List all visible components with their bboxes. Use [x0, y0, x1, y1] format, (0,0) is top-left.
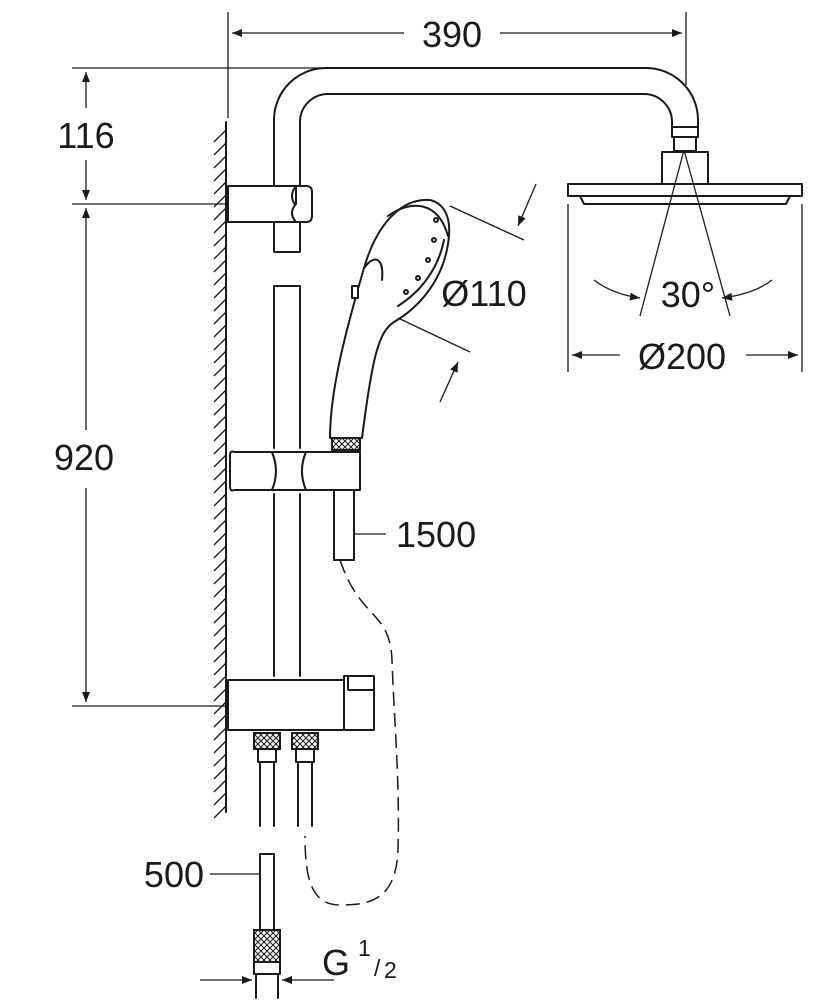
- wall-hatch-mark: [213, 454, 227, 468]
- connection-hose-length-label: 500: [144, 854, 204, 895]
- wall-hatch-mark: [213, 467, 227, 481]
- wall-hatch-mark: [213, 415, 227, 429]
- handshower-diameter-label: Ø110: [441, 273, 526, 314]
- top-wall-bracket: [227, 185, 313, 223]
- wall-hatch-mark: [213, 129, 227, 143]
- wall-hatch-mark: [213, 298, 227, 312]
- headshower-diameter-label: Ø200: [638, 336, 726, 377]
- svg-text:1: 1: [358, 935, 371, 961]
- svg-text:2: 2: [384, 957, 397, 983]
- wall-hatch-mark: [213, 792, 227, 806]
- wall-hatch-mark: [213, 727, 227, 741]
- wall-hatch-mark: [213, 233, 227, 247]
- wall-hatch-mark: [213, 376, 227, 390]
- wall-hatch-mark: [213, 402, 227, 416]
- wall-hatch-mark: [213, 285, 227, 299]
- wall-hatch-mark: [213, 662, 227, 676]
- dimension-390-label: 390: [422, 14, 482, 55]
- spray-angle-label: 30°: [661, 274, 715, 315]
- riser-pipe: [273, 67, 699, 677]
- wall-hatch-mark: [213, 311, 227, 325]
- wall: [213, 121, 227, 819]
- wall-hatch-mark: [213, 779, 227, 793]
- wall-hatch-mark: [213, 649, 227, 663]
- dimension-920-label: 920: [54, 437, 114, 478]
- wall-hatch-mark: [213, 558, 227, 572]
- hand-shower: Ø110: [329, 183, 537, 451]
- wall-hatch-mark: [213, 428, 227, 442]
- wall-hatch-mark: [213, 688, 227, 702]
- wall-hatch-mark: [213, 324, 227, 338]
- wall-hatch-mark: [213, 493, 227, 507]
- wall-hatch-mark: [213, 389, 227, 403]
- wall-hatch-mark: [213, 220, 227, 234]
- wall-hatch-mark: [213, 259, 227, 273]
- wall-hatch-mark: [213, 181, 227, 195]
- wall-hatch-mark: [213, 753, 227, 767]
- wall-hatch-mark: [213, 480, 227, 494]
- dimension-116-label: 116: [57, 115, 114, 156]
- wall-hatch-mark: [213, 506, 227, 520]
- wall-hatch-mark: [213, 441, 227, 455]
- dimension-height: 116 920: [54, 67, 330, 707]
- wall-hatch-mark: [213, 597, 227, 611]
- hose-1500: 1500: [304, 514, 476, 906]
- wall-hatch-mark: [213, 766, 227, 780]
- wall-hatch-mark: [213, 623, 227, 637]
- wall-hatch-mark: [213, 194, 227, 208]
- wall-hatch-mark: [213, 350, 227, 364]
- wall-hatch-mark: [213, 142, 227, 156]
- wall-hatch-mark: [213, 337, 227, 351]
- svg-text:G: G: [322, 942, 350, 983]
- wall-hatch-mark: [213, 246, 227, 260]
- thread-label: G 1 / 2: [322, 935, 397, 983]
- dimension-width-390: 390: [227, 12, 687, 118]
- bottom-bracket: [227, 675, 375, 827]
- wall-hatch-mark: [213, 714, 227, 728]
- wall-hatch-mark: [213, 519, 227, 533]
- wall-hatch-mark: [213, 272, 227, 286]
- wall-hatch-mark: [213, 805, 227, 819]
- wall-hatch-mark: [213, 545, 227, 559]
- slider-holder: [229, 450, 361, 561]
- wall-hatch-mark: [213, 571, 227, 585]
- wall-hatch-mark: [213, 532, 227, 546]
- wall-hatch-mark: [213, 363, 227, 377]
- head-shower: 30° Ø200: [567, 126, 803, 377]
- wall-hatch-mark: [213, 584, 227, 598]
- wall-hatch-mark: [213, 740, 227, 754]
- wall-hatch-mark: [213, 610, 227, 624]
- wall-hatch-mark: [213, 155, 227, 169]
- wall-hatch-mark: [213, 168, 227, 182]
- wall-hatch-mark: [213, 701, 227, 715]
- svg-text:/: /: [374, 955, 381, 981]
- wall-hatch-mark: [213, 207, 227, 221]
- hose-length-label: 1500: [396, 514, 476, 555]
- connection-hose-500: 500 G 1 / 2: [144, 853, 397, 999]
- wall-hatch-mark: [213, 636, 227, 650]
- wall-hatch-mark: [213, 675, 227, 689]
